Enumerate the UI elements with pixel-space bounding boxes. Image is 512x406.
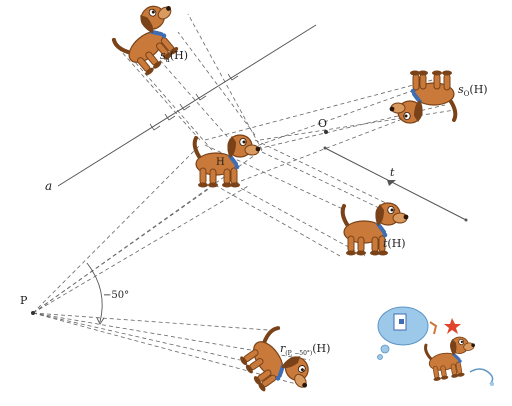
line-a xyxy=(57,24,317,187)
dog-s-a-label: sa(H) xyxy=(160,49,188,64)
dog-t-label: t(H) xyxy=(383,237,406,250)
point-O-label: O xyxy=(318,117,327,130)
vector-t xyxy=(324,147,467,221)
dog-H-label: H xyxy=(216,157,225,168)
vector-t-label: t xyxy=(390,166,395,179)
dog-r xyxy=(234,323,320,406)
point-P-label: P xyxy=(20,294,28,307)
right-angle-marks xyxy=(149,73,239,131)
dizzy-dog-illustration xyxy=(377,306,494,386)
angle-label: −50° xyxy=(103,290,129,301)
dog-H xyxy=(192,133,263,190)
point-O xyxy=(324,130,328,134)
angle-arc xyxy=(86,262,103,323)
dog-r-label: r(P, −50°)(H) xyxy=(280,342,330,357)
dog-s-a xyxy=(108,0,198,81)
line-a-label: a xyxy=(45,179,52,193)
point-P xyxy=(31,311,35,315)
dog-s-O-label: sO(H) xyxy=(458,83,488,98)
vector-t-arrow xyxy=(387,180,396,186)
